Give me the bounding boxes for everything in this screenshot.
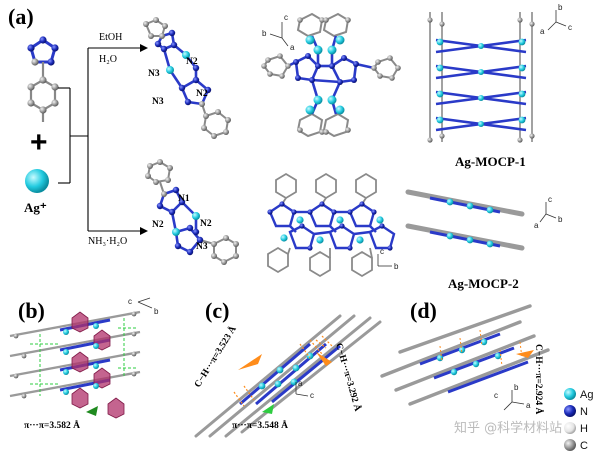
axis-a-panel-d: a: [526, 401, 531, 410]
axis-b-mid: b: [262, 29, 267, 38]
axes-mocp1-right: [547, 10, 567, 31]
ag-ion-sphere: [25, 169, 49, 193]
legend-n-sphere: [564, 405, 576, 417]
panel-label-d: (d): [410, 298, 437, 323]
axis-a-mocp2-right: a: [534, 221, 539, 230]
annotation-c-pi: π···π=3.548 Å: [232, 419, 288, 431]
legend-ag-sphere: [564, 388, 576, 400]
axes-panel-c: [295, 382, 309, 397]
atom-label-n2-bottom-a: N2: [152, 220, 164, 230]
axes-panel-d: [503, 390, 525, 411]
axis-b-panel-d: b: [514, 383, 519, 392]
plus-sign: +: [30, 126, 48, 159]
axis-c-right: c: [568, 23, 572, 32]
annotation-c-ch-left: C−H···π=3.523 Å: [191, 323, 239, 389]
axis-b-mocp2-mid: b: [394, 262, 399, 271]
legend-c-label: C: [580, 440, 588, 452]
arrow-c-pi: [262, 404, 274, 414]
axis-a-mid: a: [290, 43, 295, 52]
legend-n-label: N: [580, 406, 588, 418]
product-label-mocp2: Ag-MOCP-2: [448, 276, 519, 291]
axis-c-panel-d: c: [494, 391, 498, 400]
panel-d-structure: [380, 304, 550, 406]
panel-b-structure: [9, 310, 141, 419]
legend-h-label: H: [580, 423, 588, 435]
axes-panel-b: [137, 297, 153, 309]
annotation-b-pi: π···π=3.582 Å: [24, 419, 80, 431]
reaction-scheme-lines: [58, 47, 140, 232]
condition-top-2: H₂O: [99, 54, 117, 65]
panel-label-c: (c): [205, 298, 229, 323]
condition-top-1: EtOH: [99, 32, 122, 43]
reactant-atoms: [27, 36, 59, 114]
atom-label-n2-top-a: N2: [186, 57, 198, 67]
atom-legend: Ag N H C: [564, 388, 593, 452]
atom-label-n2-bottom-b: N2: [200, 219, 212, 229]
arrow-c-left: [238, 354, 262, 370]
legend-c-sphere: [564, 439, 576, 451]
annotation-d-ch: C−H···π=2.924 Å: [533, 344, 545, 415]
legend-ag-label: Ag: [580, 389, 593, 401]
bottom-dimer-atoms: [145, 159, 239, 265]
axis-b-mocp2-right: b: [558, 215, 563, 224]
axis-b-right: b: [558, 3, 563, 12]
atom-label-n1-bottom: N1: [178, 194, 190, 204]
atom-label-n3-bottom: N3: [196, 242, 208, 252]
axes-mocp2-right: [539, 202, 557, 223]
axis-c-mocp2-right: c: [548, 195, 552, 204]
arrow-head-bottom: [140, 227, 148, 235]
legend-h-sphere: [564, 422, 576, 434]
arrow-c-right: [316, 352, 332, 366]
arrow-d-ch: [516, 350, 534, 358]
watermark: 知乎 @科学材料站: [454, 420, 562, 436]
panel-c-structure: [194, 314, 382, 438]
mocp1-chain: [261, 12, 401, 138]
atom-label-n2-top-b: N2: [196, 89, 208, 99]
mocp2-sheet: [267, 172, 396, 278]
atom-label-n3-top-a: N3: [148, 69, 160, 79]
product-label-mocp1: Ag-MOCP-1: [455, 154, 526, 169]
panel-label-a: (a): [8, 4, 34, 29]
ag-ion-label: Ag⁺: [24, 200, 47, 215]
mocp2-layers: [405, 189, 525, 251]
axes-mocp2-middle: [377, 254, 392, 267]
mocp1-packing: [427, 12, 535, 143]
axes-mocp1-middle: [269, 22, 289, 47]
top-dimer-atoms: [143, 17, 231, 139]
condition-bottom: NH₃·H₂O: [88, 236, 127, 247]
axis-c-mid: c: [284, 13, 288, 22]
axis-c-mocp2-mid: c: [380, 247, 384, 256]
atom-label-n3-top-b: N3: [152, 97, 164, 107]
annotation-c-ch-right: C−H···π=3.292 Å: [333, 342, 364, 413]
axis-c-panel-b: c: [128, 297, 132, 306]
bottom-dimer-bonds: [146, 160, 237, 264]
axis-c-panel-c: c: [310, 391, 314, 400]
axis-a-panel-c: a: [298, 379, 303, 388]
axis-b-panel-b: b: [154, 307, 159, 316]
axis-a-right: a: [540, 27, 545, 36]
panel-label-b: (b): [18, 298, 45, 323]
arrow-head-top: [140, 44, 148, 52]
